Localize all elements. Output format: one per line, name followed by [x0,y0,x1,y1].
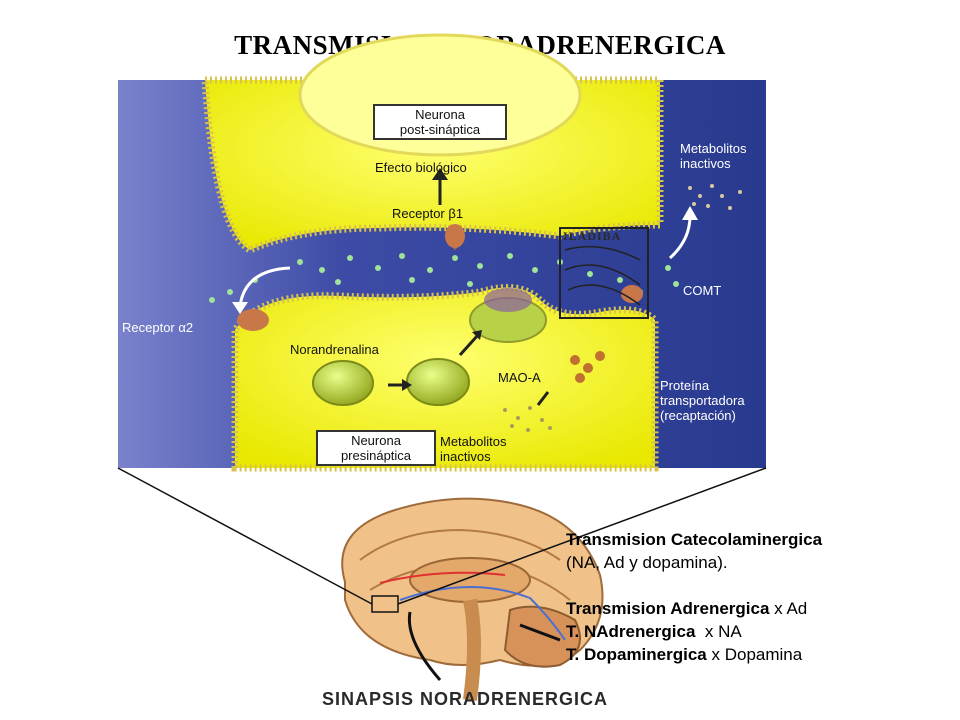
spacer [566,574,946,597]
vesicle [406,358,470,406]
pre-neuron-label: Neurona presináptica [316,430,436,466]
inactive-metabolite-dots [688,184,742,210]
arrow-head-a2 [232,302,248,314]
releasing-vesicle-cap [484,288,532,312]
post-neuron-label: Neurona post-sináptica [373,104,507,140]
catecholaminergic-detail: (NA, Ad y dopamina). [566,553,728,572]
receptor-b1-label: Receptor β1 [392,206,464,221]
adrenergic-line: Transmision Adrenergica x Ad [566,599,808,618]
brain-illustration [341,497,604,701]
zoom-lines [117,467,767,605]
arrow-head-metabolites [682,206,698,220]
figure-caption: SINAPSIS NORADRENERGICA [322,689,609,709]
dopaminergic-line: T. Dopaminergica x Dopamina [566,645,803,664]
noradrenergic-line: T. NAdrenergica x NA [566,622,742,641]
catecholaminergic-heading: Transmision Catecolaminergica [566,530,823,549]
receptor-b1-shape [445,224,465,250]
arrow-to-a2 [238,266,291,307]
transporter-label: Proteína transportadora (recaptación) [660,378,745,423]
vesicle [312,360,374,406]
transmission-types-text: Transmision Catecolaminergica (NA, Ad y … [566,528,946,666]
mao-a-label: MAO-A [498,370,541,385]
post-synaptic-nucleus [298,33,582,157]
mao-a-enzyme [570,351,605,383]
receptor-a2-shape [237,309,269,331]
noradrenaline-label: Norandrenalina [290,342,379,357]
receptor-a2-label: Receptor α2 [122,320,194,335]
comt-label: COMT [683,283,722,298]
iladiba-watermark: ILADIBA [563,229,622,243]
biological-effect-label: Efecto biológico [375,160,467,175]
metabolites-bottom-label: Metabolitos inactivos [440,434,507,464]
watermark-box [559,227,649,319]
inactive-metabolite-dots-bottom [503,406,552,432]
comt-shape [621,285,643,303]
pointer-arrows [407,611,561,681]
metabolites-top-label: Metabolitos inactivos [680,141,747,171]
